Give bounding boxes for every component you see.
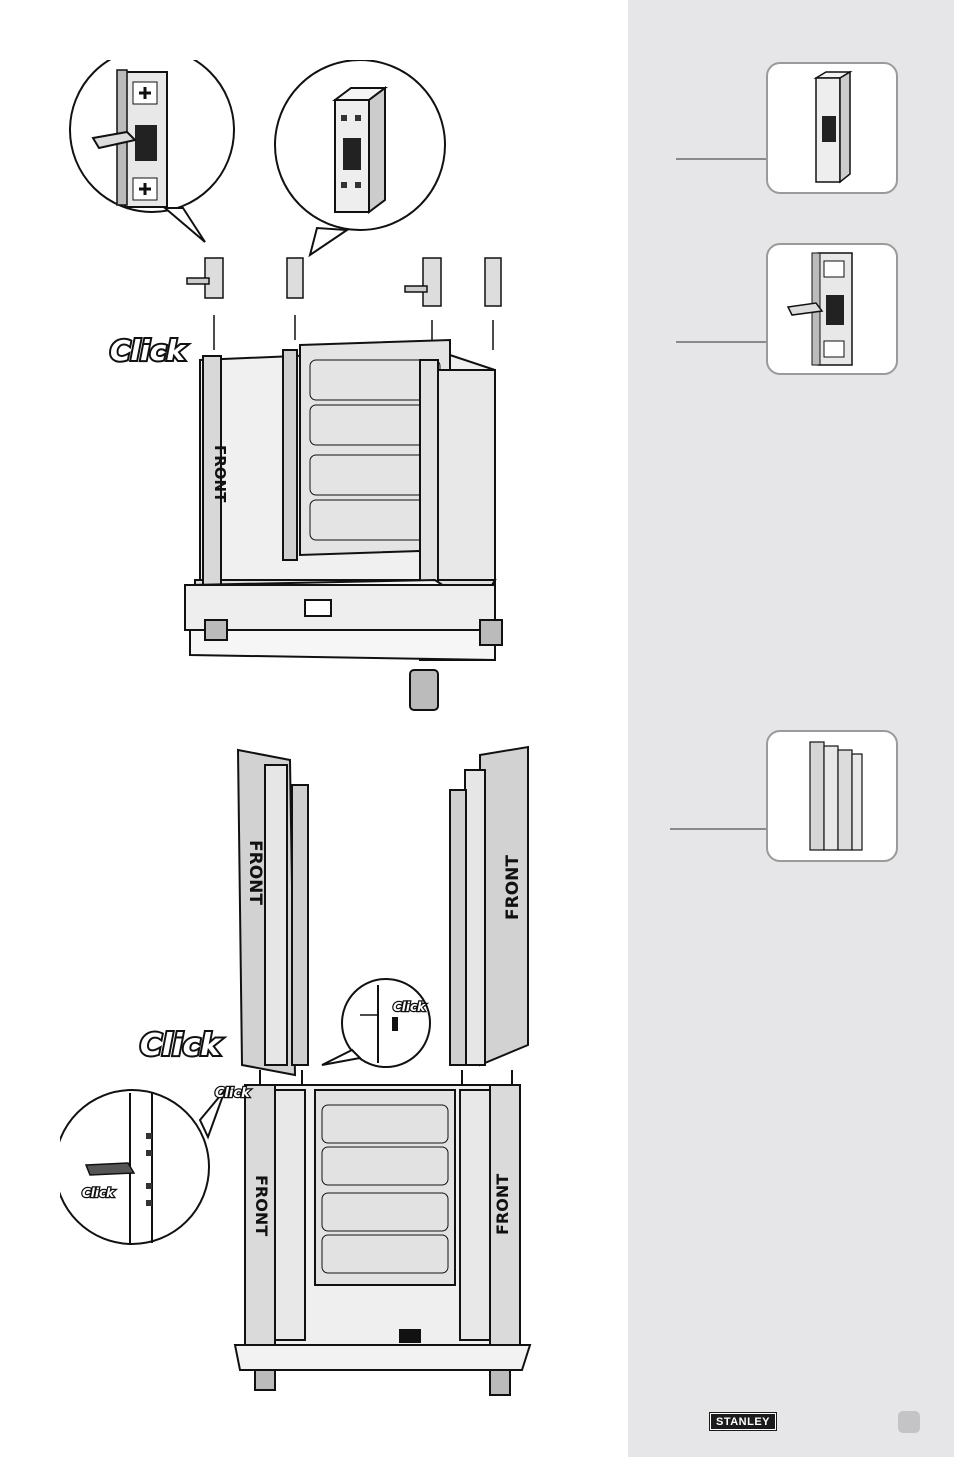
leader-line-2 — [676, 341, 766, 343]
instruction-illustrations: Click — [0, 0, 628, 1457]
page-number-box — [898, 1411, 920, 1433]
step-top-connectors-illustration: Click — [55, 60, 525, 720]
zoom-circle-connector-with-pin — [70, 60, 234, 242]
click-label-zoom-pin: Click — [82, 1186, 115, 1200]
front-label-body-left: FRONT — [252, 1175, 271, 1236]
part-card-side-panel — [766, 730, 898, 862]
side-panel-part-icon — [768, 732, 896, 860]
front-label-right-panel: FRONT — [503, 855, 523, 920]
zoom-circle-connector-assembled — [275, 60, 445, 255]
left-side-panel — [238, 750, 308, 1075]
part-card-connector — [766, 62, 898, 194]
cabinet-body-bottom — [235, 1070, 530, 1395]
cabinet-body-top — [185, 340, 502, 710]
zoom-circle-pin-click — [60, 1090, 225, 1244]
parts-sidebar — [628, 0, 954, 1457]
connector-part-icon — [768, 64, 896, 192]
front-label-body-right: FRONT — [493, 1174, 512, 1235]
click-label-zoom-top: Click — [215, 1086, 251, 1101]
click-label-top: Click — [110, 334, 187, 367]
leader-line-1 — [676, 158, 766, 160]
front-label-left-panel: FRONT — [245, 840, 265, 905]
zoom-circle-panel-click — [322, 979, 430, 1067]
part-card-connector-with-pin — [766, 243, 898, 375]
leader-line-3 — [670, 828, 766, 830]
front-label-top: FRONT — [211, 445, 229, 503]
click-label-bottom: Click — [140, 1028, 222, 1063]
connector-pin-part-icon — [768, 245, 896, 373]
stanley-logo: STANLEY — [709, 1412, 777, 1431]
click-label-zoom-small: Click — [393, 1000, 426, 1014]
step-side-panels-illustration: FRONT FRONT Click Click — [60, 745, 540, 1400]
